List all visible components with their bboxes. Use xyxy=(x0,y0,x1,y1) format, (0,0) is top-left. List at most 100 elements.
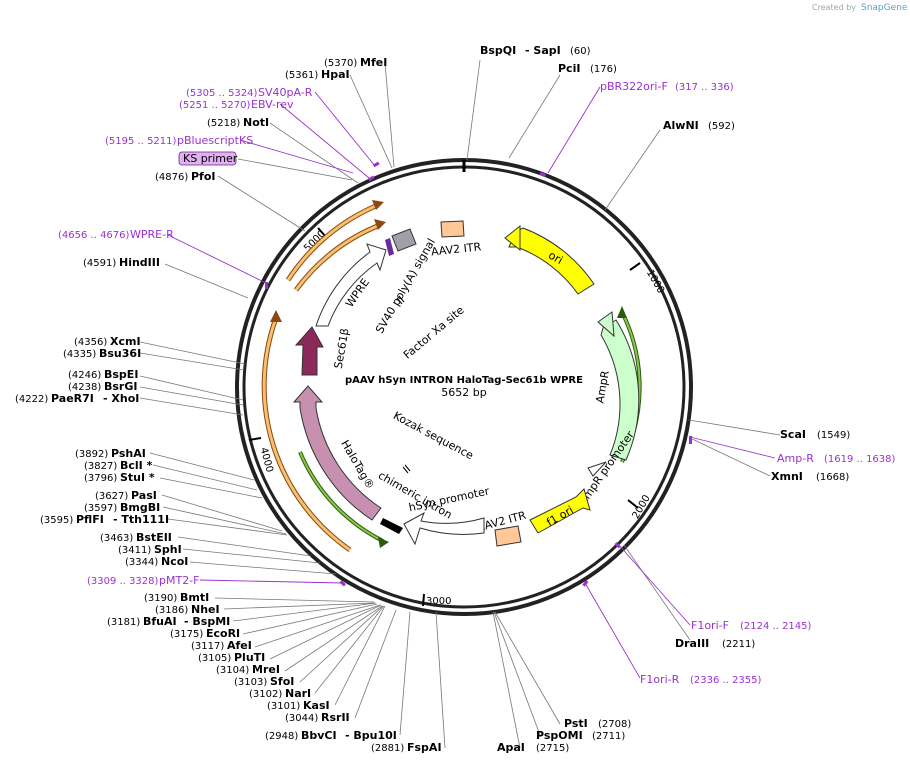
svg-text:(4238): (4238) xyxy=(68,382,101,393)
hsyn-promoter-feature[interactable] xyxy=(403,511,485,546)
primer-pmt2-f[interactable]: pMT2-F xyxy=(159,574,200,587)
svg-text:(3597): (3597) xyxy=(84,503,117,514)
sec61b-label: Sec61β xyxy=(332,327,352,369)
primer-f1ori-r[interactable]: F1ori-R xyxy=(640,673,680,686)
f1-ori-feature[interactable] xyxy=(529,488,591,534)
primer-marks xyxy=(265,161,692,587)
plasmid-size: 5652 bp xyxy=(441,386,486,399)
enzyme-pfoi[interactable]: PfoI xyxy=(191,170,216,183)
enzyme-psti[interactable]: PstI xyxy=(564,717,588,730)
enzyme-bsrgi[interactable]: BsrGI xyxy=(104,380,137,393)
enzyme-pasi[interactable]: PasI xyxy=(131,489,157,502)
svg-text:- Tth111I: - Tth111I xyxy=(113,513,169,526)
enzyme-mrei[interactable]: MreI xyxy=(252,663,280,676)
primer-leaders xyxy=(167,86,776,679)
sec61b-feature[interactable] xyxy=(294,326,324,376)
svg-text:(2715): (2715) xyxy=(536,743,569,754)
primer-f1ori-f[interactable]: F1ori-F xyxy=(691,619,729,632)
enzyme-pluti[interactable]: PluTI xyxy=(234,651,265,664)
ks-primer-box[interactable] xyxy=(178,151,237,166)
svg-text:(2881): (2881) xyxy=(371,743,404,754)
enzyme-fspai[interactable]: FspAI xyxy=(407,741,442,754)
svg-text:(60): (60) xyxy=(570,46,591,57)
svg-text:(3892): (3892) xyxy=(75,449,108,460)
enzyme-nari[interactable]: NarI xyxy=(285,687,311,700)
primer-pbluescriptks[interactable]: pBluescriptKS xyxy=(177,134,253,147)
svg-text:(317 .. 336): (317 .. 336) xyxy=(675,82,734,93)
enzyme-bsteii[interactable]: BstEII xyxy=(136,531,172,544)
enzyme-sphi[interactable]: SphI xyxy=(154,543,182,556)
svg-text:(4876): (4876) xyxy=(155,172,188,183)
halotag-feature[interactable] xyxy=(292,385,382,521)
svg-text:(5195 .. 5211): (5195 .. 5211) xyxy=(105,136,177,147)
enzyme-pcii[interactable]: PciI xyxy=(558,62,580,75)
svg-text:(3105): (3105) xyxy=(198,653,231,664)
enzyme-afei[interactable]: AfeI xyxy=(227,639,252,652)
enzyme-ncoi[interactable]: NcoI xyxy=(161,555,188,568)
enzyme-xmni[interactable]: XmnI xyxy=(771,470,803,483)
enzyme-bbvci[interactable]: BbvCI xyxy=(301,729,337,742)
svg-text:(2948): (2948) xyxy=(265,731,298,742)
enzyme-rsrii[interactable]: RsrII xyxy=(321,711,350,724)
svg-text:(3117): (3117) xyxy=(191,641,224,652)
enzyme-bcli[interactable]: BclI * xyxy=(120,459,153,472)
svg-text:(3595): (3595) xyxy=(40,515,73,526)
svg-text:(592): (592) xyxy=(708,121,735,132)
svg-text:(4222): (4222) xyxy=(15,394,48,405)
svg-text:(4656 .. 4676): (4656 .. 4676) xyxy=(58,230,130,241)
enzyme-bsu36i[interactable]: Bsu36I xyxy=(99,347,141,360)
svg-text:(3344): (3344) xyxy=(125,557,158,568)
enzyme-bfuai[interactable]: BfuAI xyxy=(143,615,177,628)
enzyme-hindiii[interactable]: HindIII xyxy=(119,256,160,269)
primer-pbr322ori-f[interactable]: pBR322ori-F xyxy=(600,80,668,93)
primer-sv40pa-r[interactable]: SV40pA-R xyxy=(258,86,313,99)
svg-text:(3186): (3186) xyxy=(155,605,188,616)
svg-text:(1619 .. 1638): (1619 .. 1638) xyxy=(824,454,896,465)
primer-wpre-r[interactable]: WPRE-R xyxy=(130,228,174,241)
chimeric-intron-feature[interactable] xyxy=(380,518,403,534)
enzyme-sfoi[interactable]: SfoI xyxy=(270,675,294,688)
kozak-label: Kozak sequence xyxy=(391,409,476,462)
aav2-itr-bottom-feature[interactable] xyxy=(494,525,522,547)
enzyme-mfei[interactable]: MfeI xyxy=(360,56,387,69)
primer-ks[interactable]: KS primer xyxy=(183,152,238,165)
aav2-itr-top-feature[interactable] xyxy=(440,220,465,238)
enzyme-pshai[interactable]: PshAI xyxy=(111,447,146,460)
ampr-feature[interactable] xyxy=(600,319,640,461)
enzyme-alwni[interactable]: AlwNI xyxy=(663,119,699,132)
enzyme-kasi[interactable]: KasI xyxy=(303,699,330,712)
ori-feature[interactable] xyxy=(508,227,595,295)
enzyme-bspei[interactable]: BspEI xyxy=(104,368,138,381)
enzyme-labels: BspQI - SapI (60) PciI (176) AlwNI (592)… xyxy=(15,44,850,754)
enzyme-stui[interactable]: StuI * xyxy=(120,471,155,484)
enzyme-bmti[interactable]: BmtI xyxy=(180,591,209,604)
enzyme-hpai[interactable]: HpaI xyxy=(321,68,350,81)
svg-text:(176): (176) xyxy=(590,64,617,75)
created-by-label: Created by xyxy=(812,3,856,12)
svg-text:(3309 .. 3328): (3309 .. 3328) xyxy=(87,576,159,587)
enzyme-leaders xyxy=(139,59,781,749)
svg-text:(2124 .. 2145): (2124 .. 2145) xyxy=(740,621,812,632)
enzyme-paer7i[interactable]: PaeR7I xyxy=(51,392,94,405)
enzyme-draiii[interactable]: DraIII xyxy=(675,637,709,650)
factor-xa-label: Factor Xa site xyxy=(401,303,467,361)
enzyme-pflfi[interactable]: PflFI xyxy=(76,513,104,526)
enzyme-nhei[interactable]: NheI xyxy=(191,603,220,616)
enzyme-bspqi[interactable]: BspQI xyxy=(480,44,516,57)
wpre-feature[interactable] xyxy=(315,243,387,327)
enzyme-apai[interactable]: ApaI xyxy=(497,741,525,754)
svg-text:(3104): (3104) xyxy=(216,665,249,676)
enzyme-scai[interactable]: ScaI xyxy=(780,428,806,441)
enzyme-pspomi[interactable]: PspOMI xyxy=(536,729,583,742)
primer-ebv-rev[interactable]: EBV-rev xyxy=(251,98,294,111)
enzyme-xcmi[interactable]: XcmI xyxy=(110,335,141,348)
enzyme-bmgbi[interactable]: BmgBI xyxy=(120,501,160,514)
svg-text:(3102): (3102) xyxy=(249,689,282,700)
enzyme-ecori[interactable]: EcoRI xyxy=(206,627,240,640)
ampr-promoter-feature[interactable] xyxy=(587,461,607,477)
sv40-polya-feature[interactable] xyxy=(391,228,417,252)
primer-amp-r[interactable]: Amp-R xyxy=(777,452,814,465)
svg-text:(5370): (5370) xyxy=(324,58,357,69)
ampr-label: AmpR xyxy=(593,369,612,404)
enzyme-noti[interactable]: NotI xyxy=(243,116,269,129)
